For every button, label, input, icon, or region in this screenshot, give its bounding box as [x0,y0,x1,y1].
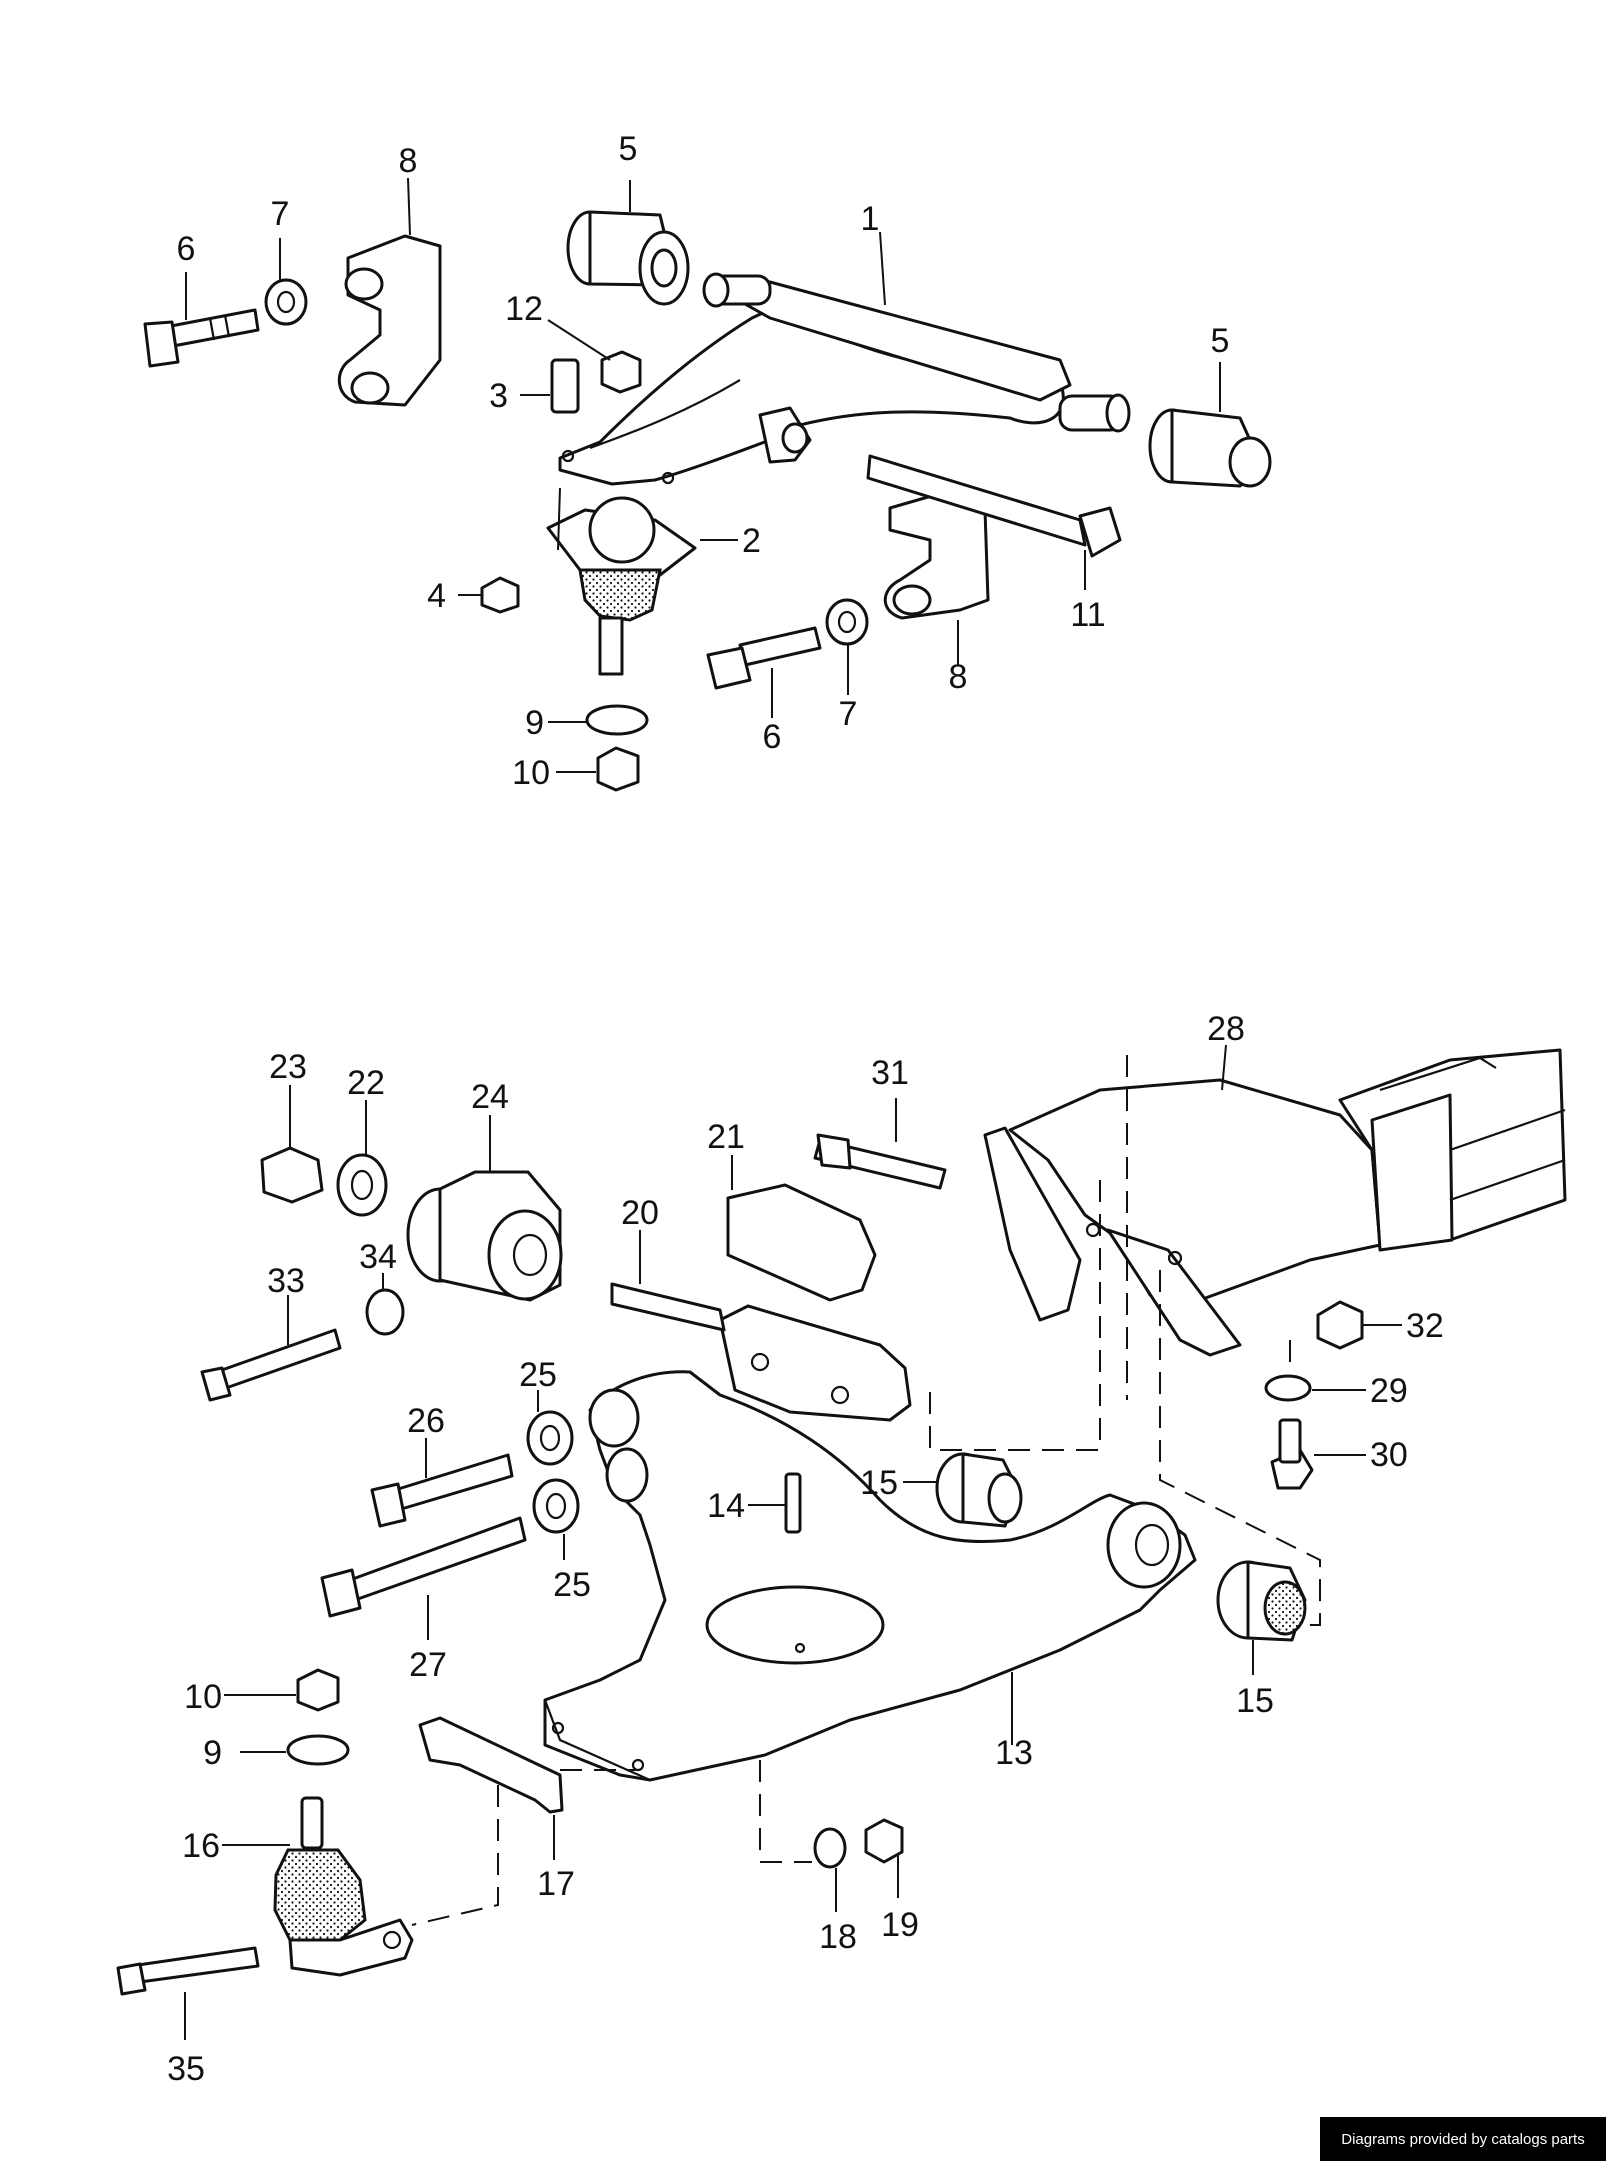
callout-18: 18 [819,1918,857,1956]
bushing-housing-24 [406,1170,563,1302]
washer-29 [1264,1374,1312,1402]
callout-17: 17 [537,1865,575,1903]
callout-32: 32 [1406,1307,1444,1345]
callout-6b: 6 [763,718,782,756]
upper-bushing-right [1148,408,1272,488]
washer-9-upper [585,704,649,736]
upper-callout-labels: 1 2 3 4 5 5 6 6 7 7 8 8 9 10 11 12 [177,130,1230,792]
callout-24: 24 [471,1078,509,1116]
lower-callout-labels: 9 10 13 14 15 15 16 17 18 19 20 21 22 23… [167,1010,1444,2088]
lower-leader-lines [184,1044,1402,2040]
upper-control-arm [558,272,1131,486]
callout-20: 20 [621,1194,659,1232]
callout-5b: 5 [1211,322,1230,360]
callout-4: 4 [427,577,446,615]
callout-9: 9 [525,704,544,742]
callout-33: 33 [267,1262,305,1300]
callout-7: 7 [271,195,290,233]
nut-10-lower [296,1668,340,1712]
washer-25-lower [532,1478,580,1534]
long-bolt-11 [866,454,1122,558]
callout-25b: 25 [553,1566,591,1604]
washer-22 [336,1153,388,1217]
nut-12 [600,350,642,394]
callout-34: 34 [359,1238,397,1276]
clamp-plate-17 [418,1716,564,1814]
upper-ball-joint [546,496,697,676]
callout-3: 3 [489,377,508,415]
callout-13: 13 [995,1734,1033,1772]
callout-9-lower: 9 [203,1734,222,1772]
bolt-35 [136,1946,260,1984]
nut-23 [260,1146,324,1204]
lower-assembly [116,1044,1567,2040]
callout-19: 19 [881,1906,919,1944]
bushing-15-upper [935,1452,1023,1528]
callout-1: 1 [861,200,880,238]
bolt-26 [393,1453,514,1512]
washer-9-lower [286,1734,350,1766]
bolt-6-lower [706,626,822,690]
callout-6: 6 [177,230,196,268]
credit-banner: Diagrams provided by catalogs parts [1320,2117,1606,2161]
callout-10-lower: 10 [184,1678,222,1716]
stud-14 [784,1472,802,1534]
bolt-6-upper [143,308,260,368]
crossmember-28 [983,1048,1567,1357]
nut-4 [480,576,520,614]
callout-5: 5 [619,130,638,168]
callout-10: 10 [512,754,550,792]
lower-dashed-lines [411,1055,1321,1926]
lower-control-arm [543,1370,1197,1782]
callout-11: 11 [1070,596,1105,634]
washer-7-lower [825,598,869,646]
callout-8b: 8 [949,658,968,696]
upper-bushing-left [566,210,690,306]
callout-21: 21 [707,1118,745,1156]
callout-28: 28 [1207,1010,1245,1048]
washer-34 [365,1288,405,1336]
nut-19 [864,1818,904,1864]
clamp-bracket-upper-left [337,234,442,407]
nut-10-upper [596,746,640,792]
upper-leader-lines [185,177,1221,773]
forked-bracket-20 [610,1282,912,1422]
callout-23: 23 [269,1048,307,1086]
callout-27: 27 [409,1646,447,1684]
callout-29: 29 [1370,1372,1408,1410]
callout-8: 8 [399,142,418,180]
callout-16: 16 [182,1827,220,1865]
bolt-3 [550,358,580,414]
callout-26: 26 [407,1402,445,1440]
bushing-15-lower [1216,1560,1307,1642]
callout-30: 30 [1370,1436,1408,1474]
washer-25-upper [526,1410,574,1466]
upper-assembly [143,177,1272,792]
callout-35: 35 [167,2050,205,2088]
clamp-bracket-upper-right [883,493,990,620]
nut-32 [1316,1300,1364,1350]
washer-18 [813,1827,847,1869]
callout-15b: 15 [1236,1682,1274,1720]
lower-ball-joint [273,1796,414,1977]
callout-14: 14 [707,1487,745,1525]
washer-7-upper [264,278,308,326]
callout-25: 25 [519,1356,557,1394]
callout-22: 22 [347,1064,385,1102]
callout-2: 2 [742,522,761,560]
callout-7b: 7 [839,695,858,733]
plate-21 [726,1183,877,1302]
bolt-33 [220,1328,342,1390]
bolt-27 [348,1516,527,1602]
callout-12: 12 [505,290,543,328]
callout-31: 31 [871,1054,909,1092]
callout-15: 15 [860,1464,898,1502]
